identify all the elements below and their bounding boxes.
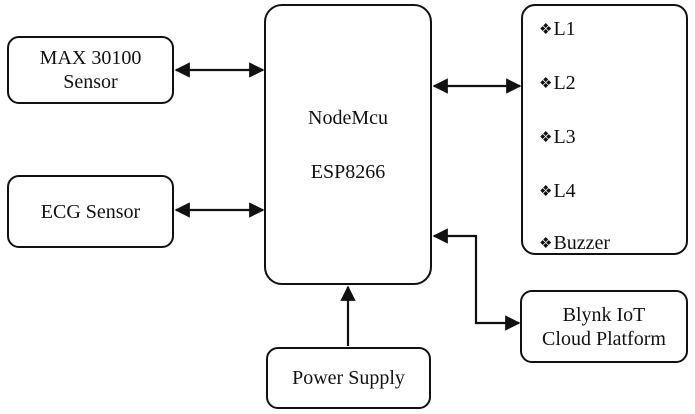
nodemcu-block: NodeMcu ESP8266 xyxy=(264,4,432,285)
ecg-sensor-label: ECG Sensor xyxy=(40,200,141,223)
max30100-sensor-block: MAX 30100 Sensor xyxy=(7,36,174,104)
arrow-blynk-to-nodemcu xyxy=(432,228,521,331)
max-sensor-line1: MAX 30100 xyxy=(39,47,142,69)
diamond-bullet-icon: ❖ xyxy=(539,76,553,92)
output-item-buzzer: ❖Buzzer xyxy=(539,232,611,254)
ecg-sensor-block: ECG Sensor xyxy=(7,175,174,248)
diamond-bullet-icon: ❖ xyxy=(539,130,553,146)
blynk-line1: Blynk IoT xyxy=(562,303,646,326)
output-item-l4: ❖L4 xyxy=(539,180,576,202)
diamond-bullet-icon: ❖ xyxy=(539,184,553,200)
output-item-l1: ❖L1 xyxy=(539,18,576,40)
power-supply-block: Power Supply xyxy=(266,347,431,409)
output-item-l3: ❖L3 xyxy=(539,126,576,148)
nodemcu-line1: NodeMcu xyxy=(308,106,388,129)
blynk-line2: Cloud Platform xyxy=(542,327,666,350)
power-supply-label: Power Supply xyxy=(292,367,405,389)
max-sensor-line2: Sensor xyxy=(63,71,118,93)
diamond-bullet-icon: ❖ xyxy=(539,22,553,38)
output-item-l2: ❖L2 xyxy=(539,72,576,94)
blynk-cloud-block: Blynk IoT Cloud Platform xyxy=(520,290,688,363)
diamond-bullet-icon: ❖ xyxy=(539,236,553,252)
nodemcu-line2: ESP8266 xyxy=(310,160,386,183)
outputs-block: ❖L1 ❖L2 ❖L3 ❖L4 ❖Buzzer xyxy=(521,4,688,255)
